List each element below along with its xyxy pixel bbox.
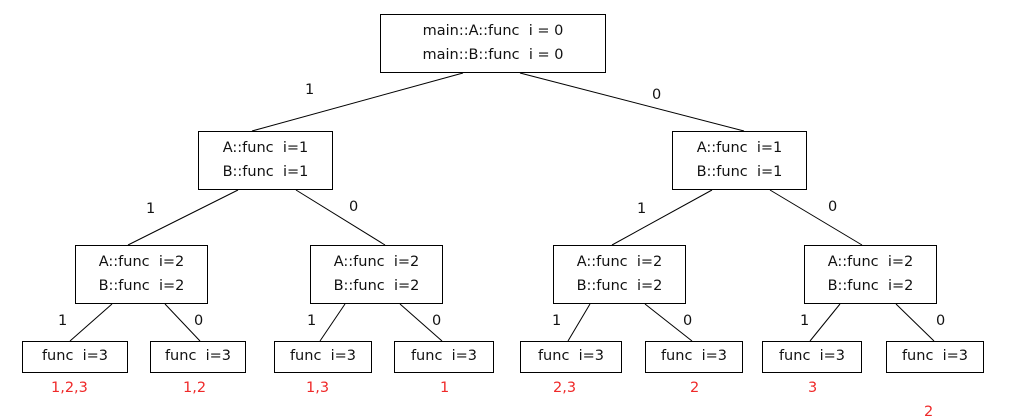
node-line: A::func i=1 (222, 139, 309, 156)
leaf-annotation-tag-000: 2 (924, 404, 934, 418)
leaf-annotation-tag-100: 1 (440, 380, 450, 396)
node-line: B::func i=2 (333, 277, 420, 294)
edge-label-n0-left: 1 (637, 201, 647, 217)
tree-edge (611, 189, 713, 246)
node-line: B::func i=1 (696, 163, 783, 180)
tree-edge (69, 303, 113, 342)
node-line: func i=3 (410, 348, 478, 365)
edge-label-n00-left: 1 (800, 313, 810, 329)
tree-edge (895, 303, 935, 342)
tree-node-leaf-000: func i=3 (886, 341, 984, 373)
node-line: func i=3 (537, 348, 605, 365)
node-line: main::B::func i = 0 (422, 46, 564, 63)
node-line: A::func i=1 (696, 139, 783, 156)
tree-edge (295, 189, 386, 246)
node-line: func i=3 (41, 348, 109, 365)
node-line: A::func i=2 (827, 253, 914, 270)
node-line: main::A::func i = 0 (422, 22, 564, 39)
edge-label-n0-right: 0 (828, 199, 838, 215)
node-line: B::func i=2 (98, 277, 185, 294)
leaf-annotation-tag-101: 1,3 (306, 380, 330, 396)
node-line: B::func i=1 (222, 163, 309, 180)
leaf-annotation-tag-111: 1,2,3 (51, 380, 88, 396)
node-line: A::func i=2 (98, 253, 185, 270)
edge-label-n1-left: 1 (146, 201, 156, 217)
tree-node-leaf-011: func i=3 (520, 341, 622, 373)
tree-edge (519, 72, 745, 132)
edge-label-n11-left: 1 (58, 313, 68, 329)
tree-node-leaf-111: func i=3 (22, 341, 128, 373)
leaf-annotation-tag-001: 3 (808, 380, 818, 396)
tree-node-leaf-101: func i=3 (274, 341, 372, 373)
edge-label-root-right: 0 (652, 87, 662, 103)
node-line: B::func i=2 (576, 277, 663, 294)
tree-edge (251, 72, 464, 132)
edge-label-root-left: 1 (305, 82, 315, 98)
node-line: A::func i=2 (333, 253, 420, 270)
node-line: func i=3 (901, 348, 969, 365)
edge-label-n1-right: 0 (349, 199, 359, 215)
leaf-annotation-tag-010: 2 (690, 380, 700, 396)
node-line: A::func i=2 (576, 253, 663, 270)
node-line: func i=3 (778, 348, 846, 365)
edge-label-n10-right: 0 (432, 313, 442, 329)
leaf-annotation-tag-011: 2,3 (553, 380, 577, 396)
edge-label-n01-right: 0 (683, 313, 693, 329)
tree-node-leaf-001: func i=3 (762, 341, 862, 373)
tree-node-leaf-010: func i=3 (645, 341, 743, 373)
edge-label-n10-left: 1 (307, 313, 317, 329)
edge-label-n01-left: 1 (552, 313, 562, 329)
edge-label-n11-right: 0 (194, 313, 204, 329)
edge-label-n00-right: 0 (936, 313, 946, 329)
tree-node-leaf-110: func i=3 (150, 341, 246, 373)
tree-edge (127, 189, 239, 246)
node-line: B::func i=2 (827, 277, 914, 294)
tree-edge (319, 303, 346, 342)
tree-edge (769, 189, 863, 246)
tree-edge (809, 303, 841, 342)
tree-node-leaf-100: func i=3 (394, 341, 494, 373)
node-line: func i=3 (289, 348, 357, 365)
tree-edge (567, 303, 591, 342)
node-line: func i=3 (164, 348, 232, 365)
node-line: func i=3 (660, 348, 728, 365)
leaf-annotation-tag-110: 1,2 (183, 380, 207, 396)
